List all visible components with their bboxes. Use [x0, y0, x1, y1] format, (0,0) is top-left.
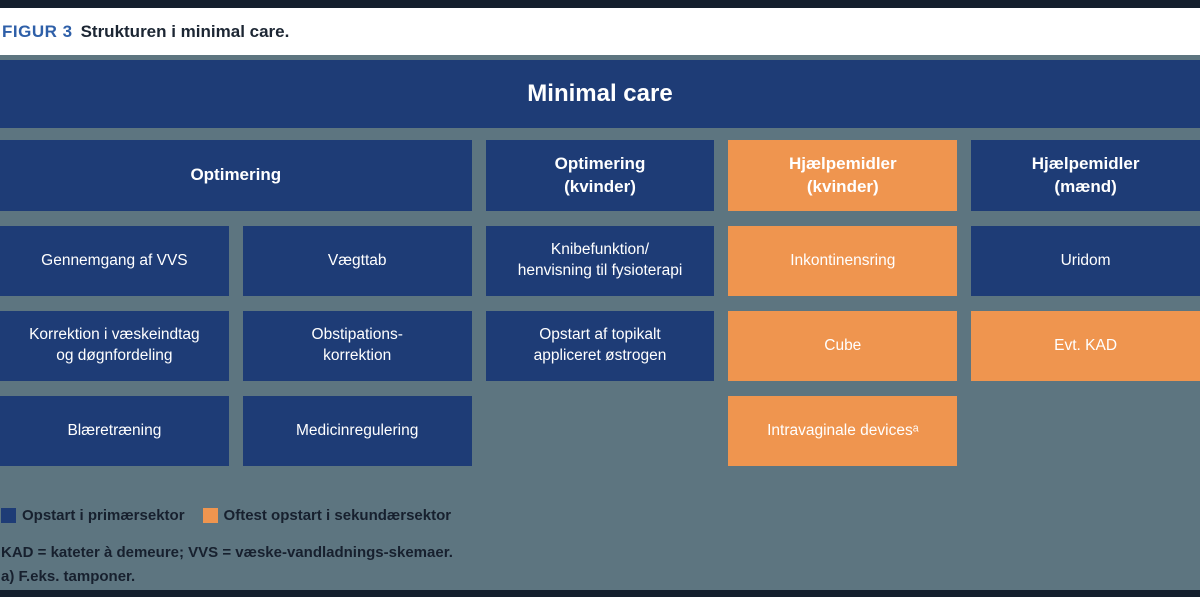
- figure-caption: FIGUR 3 Strukturen i minimal care.: [0, 8, 1200, 55]
- empty-cell: [486, 396, 715, 466]
- header-hjaelpemidler-kvinder: Hjælpemidler (kvinder): [728, 140, 958, 211]
- box-evt-kad: Evt. KAD: [971, 311, 1200, 381]
- footnote-a: a) F.eks. tamponer.: [1, 568, 136, 585]
- box-topikalt-oestrogen: Opstart af topikalt appliceret østrogen: [485, 311, 715, 381]
- legend-item-sekundaersektor: Oftest opstart i sekundærsektor: [202, 507, 452, 524]
- empty-cell: [971, 396, 1200, 466]
- footnotes: KAD = kateter à demeure; VVS = væske-van…: [0, 541, 1200, 589]
- figure-label: FIGUR 3: [2, 21, 73, 41]
- box-knibefunktion-fysioterapi: Knibefunktion/ henvisning til fysioterap…: [485, 226, 715, 296]
- box-obstipationskorrektion: Obstipations- korrektion: [242, 311, 472, 381]
- box-korrektion-vaeskeindtag: Korrektion i væskeindtag og døgnfordelin…: [0, 311, 229, 381]
- header-optimering-kvinder: Optimering (kvinder): [485, 140, 715, 211]
- box-intravaginale-devices: Intravaginale devicesᵃ: [728, 396, 958, 466]
- legend-item-primaersektor: Opstart i primærsektor: [1, 507, 185, 524]
- top-border-bar: [0, 0, 1200, 8]
- legend-swatch-orange: [202, 508, 218, 523]
- legend-label-primaersektor: Opstart i primærsektor: [22, 507, 185, 524]
- bottom-border-bar: [0, 590, 1200, 597]
- footnote-abbreviations: KAD = kateter à demeure; VVS = væske-van…: [1, 544, 453, 561]
- legend: Opstart i primærsektor Oftest opstart i …: [0, 507, 1200, 524]
- legend-swatch-navy: [1, 508, 16, 523]
- header-hjaelpemidler-maend: Hjælpemidler (mænd): [971, 140, 1200, 211]
- box-inkontinensring: Inkontinensring: [728, 226, 958, 296]
- minimal-care-banner: Minimal care: [0, 60, 1200, 128]
- figure-title: Strukturen i minimal care.: [80, 21, 290, 41]
- legend-label-sekundaersektor: Oftest opstart i sekundærsektor: [223, 507, 452, 524]
- box-vaegttab: Vægttab: [242, 226, 472, 296]
- box-medicinregulering: Medicinregulering: [242, 396, 472, 466]
- header-optimering: Optimering: [0, 140, 472, 211]
- box-cube: Cube: [728, 311, 958, 381]
- box-uridom: Uridom: [971, 226, 1200, 296]
- care-structure-grid: Optimering Optimering (kvinder) Hjælpemi…: [0, 140, 1200, 466]
- box-blaeretraening: Blæretræning: [0, 396, 229, 466]
- box-gennemgang-af-vvs: Gennemgang af VVS: [0, 226, 229, 296]
